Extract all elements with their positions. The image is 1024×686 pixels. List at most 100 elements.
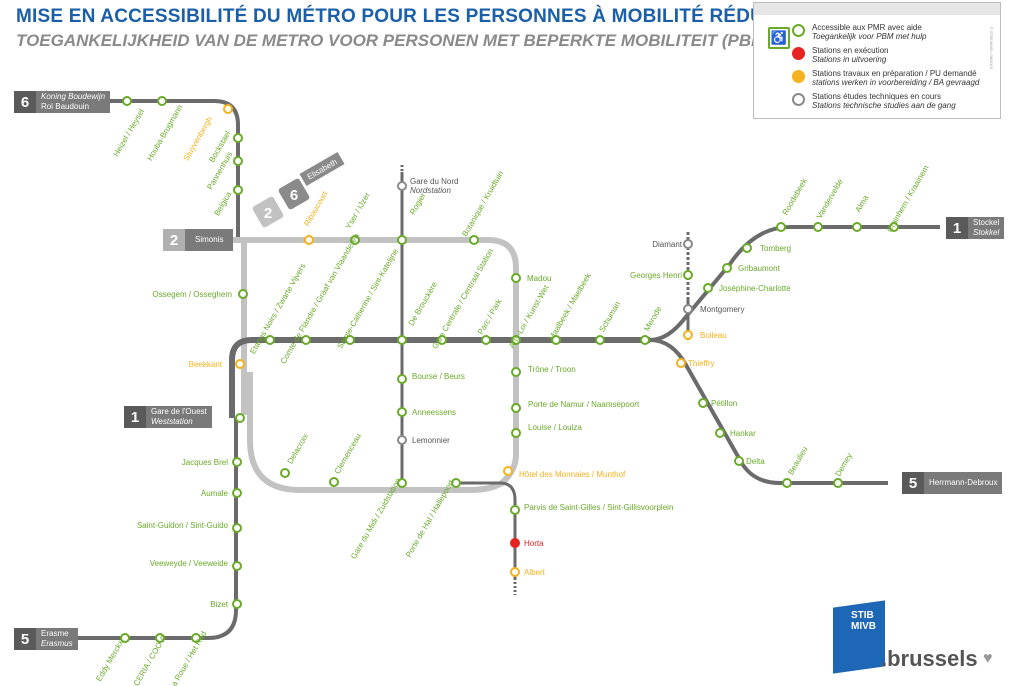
terminal-name-fr: Stockel [973,218,1000,227]
line-1-east [649,225,940,342]
station-marker [715,428,725,438]
station-marker [683,270,693,280]
station-label: Hôtel des Monnaies / Munthof [519,470,626,479]
terminal-line-number: 2 [163,229,185,251]
station-marker [233,185,243,195]
station-label: Beekkant [189,360,223,369]
station-label: Montgomery [700,305,744,314]
station-marker [397,435,407,445]
station-label: Houba-Brugmann [145,103,184,162]
badge-2-label: 2 [264,205,272,222]
badge-elisabeth [299,151,345,187]
station-marker [510,567,520,577]
station-label: Diamant [652,240,683,249]
station-label: Horta [524,539,544,548]
station-marker [734,456,744,466]
station-marker [120,633,130,643]
station-label: CERIA / COOVI [132,634,168,686]
station-label: Heizel / Heysel [112,107,147,158]
station-label: Louise / Louiza [528,423,582,432]
station-label: Gribaumont [738,264,781,273]
stib-flag-text: STIB MIVB [851,610,876,632]
station-label: Schuman [597,300,622,334]
station-label: Pétillon [711,399,737,408]
legend-text-nl: Stations in uitvoering [812,55,887,64]
station-marker [595,335,605,345]
terminal-name: Herrmann-Debroux [924,472,1003,494]
station-marker [238,289,248,299]
terminal-line-number: 6 [14,91,36,113]
terminal-simonis: 2 Simonis [163,229,234,251]
station-marker [698,398,708,408]
station-marker [640,335,650,345]
station-marker [510,505,520,515]
station-label: Crainhem / Kraainem [885,163,931,233]
legend: ♿ Accessible aux PMR avec aide Toegankel… [753,2,1001,119]
station-label: Joséphine-Charlotte [719,284,791,293]
station-label: De Brouckère [407,280,440,327]
station-marker [301,335,311,345]
station-marker [437,335,447,345]
station-label: Bizet [210,600,229,609]
line-badges: 2 6 Elisabeth [252,151,345,228]
legend-text-nl: Toegankelijk voor PBM met hulp [812,32,927,41]
station-marker [776,222,786,232]
terminal-name-nl: Erasmus [41,639,73,648]
badge-6-label: 6 [290,187,298,204]
station-marker [833,478,843,488]
station-label: Veeweyde / Veeweide [150,559,229,568]
legend-dot-red [792,47,805,60]
station-marker [510,538,520,548]
station-marker [683,330,693,340]
station-label: Delta [746,457,765,466]
terminal-name-fr: Roi Baudouin [41,102,90,111]
station-label: Alma [853,193,870,214]
station-label: Roodebeek [781,176,810,217]
station-label: Beaulieu [786,445,809,476]
station-marker [122,96,132,106]
station-marker [511,428,521,438]
station-marker [232,561,242,571]
station-label: Madou [527,274,551,283]
badge-2 [252,196,284,228]
station-marker [511,367,521,377]
station-label: Parc / Park [476,297,504,337]
station-marker [232,488,242,498]
station-label: Merode [642,304,664,332]
station-marker [722,263,732,273]
station-label: Yser / IJzer [344,191,372,231]
station-marker [265,335,275,345]
station-label: Bourse / Beurs [412,372,465,381]
station-label: Jacques Brel [182,458,228,467]
station-label: Belgica [212,190,233,218]
station-label: Lemonnier [412,436,450,445]
legend-text-fr: Accessible aux PMR avec aide [812,23,922,32]
station-marker [451,478,461,488]
station-marker [304,235,314,245]
line-south [456,481,517,580]
terminal-name-nl: Weststation [151,417,193,426]
station-marker [703,283,713,293]
station-marker [232,599,242,609]
station-marker [397,478,407,488]
legend-copyright: © STIB-MIVB • 08/2015 [989,26,994,69]
station-label: Comte de Flandre / Graaf van Vlaanderen [279,232,361,366]
station-marker [813,222,823,232]
station-marker [280,468,290,478]
station-label: Gare du Nord [410,177,458,186]
wheelchair-icon: ♿ [768,27,790,49]
station-marker [191,633,201,643]
station-label: Nordstation [410,186,451,195]
legend-text-nl: Stations technische studies aan de gang [812,101,956,110]
station-marker [683,304,693,314]
station-marker [233,156,243,166]
station-label: Ossegem / Osseghem [152,290,232,299]
terminal-line-number: 1 [124,406,146,428]
